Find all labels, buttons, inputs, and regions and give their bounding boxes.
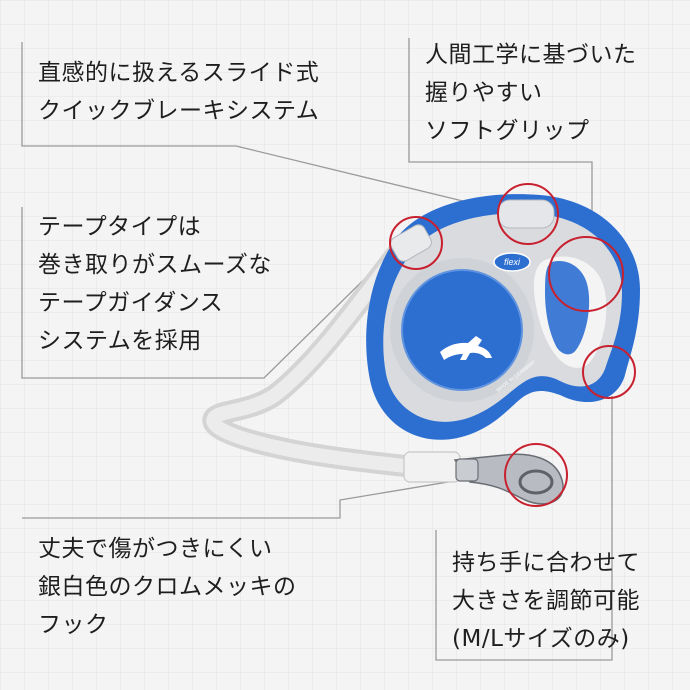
size-callout-line: 持ち手に合わせて [452,550,640,576]
highlight-brake [497,183,559,245]
brake-callout: 直感的に扱えるスライド式 クイックブレーキシステム [38,54,319,130]
hook-callout-line: フック [38,612,109,638]
dog-logo-icon [440,336,492,360]
size-callout-line: (M/Lサイズのみ) [452,626,630,652]
leash-body: flexi MADE IN GERMANY [366,194,640,440]
grip-callout-line: 人間工学に基づいた [425,42,637,68]
grip-callout-frame [408,38,593,248]
brand-badge [493,252,531,272]
size-callout: 持ち手に合わせて 大きさを調節可能 (M/Lサイズのみ) [452,544,640,658]
hook-body [453,453,564,505]
hook-callout-frame [22,469,521,519]
tape-callout-line: システムを採用 [38,328,202,354]
tape-leash [202,239,461,483]
grip-callout: 人間工学に基づいた 握りやすい ソフトグリップ [425,36,637,150]
hook-callout: 丈夫で傷がつきにくい 銀白色のクロムメッキの フック [38,530,297,644]
body-center-ring [401,269,523,391]
tape-upper-inner [206,243,447,477]
grip-callout-line: 握りやすい [425,80,543,106]
hook-ring [518,469,554,495]
tape-end-sleeve [403,451,461,483]
grip-callout-line: ソフトグリップ [425,118,590,144]
brake-callout-frame [21,42,501,211]
tape-callout: テープタイプは 巻き取りがスムーズな テープガイダンス システムを採用 [38,208,272,360]
brake-callout-line: 直感的に扱えるスライド式 [38,60,320,86]
tape-callout-frame [21,207,397,379]
tape-callout-line: テープガイダンス [38,290,224,316]
highlight-circles [389,183,636,507]
tape-callout-line: 巻き取りがスムーズな [38,252,272,278]
highlight-hook [504,443,568,507]
highlight-grip [548,236,624,312]
hook-callout-line: 丈夫で傷がつきにくい [38,536,273,562]
brake-callout-line: クイックブレーキシステム [38,98,320,124]
grip-inner-blue [545,261,590,355]
leader-lines [21,38,613,661]
size-callout-frame [435,396,613,661]
body-center-blue [402,270,522,390]
highlight-size [582,345,636,399]
tape-callout-line: テープタイプは [38,214,202,240]
tape-exit-guide [390,224,432,262]
size-callout-line: 大きさを調節可能 [452,588,640,614]
brake-button [497,199,555,229]
brand-text: flexi [504,257,521,267]
chrome-hook [453,453,564,505]
highlight-tape-exit [389,216,443,270]
hook-callout-line: 銀白色のクロムメッキの [38,574,297,600]
hook-swivel [455,458,479,482]
